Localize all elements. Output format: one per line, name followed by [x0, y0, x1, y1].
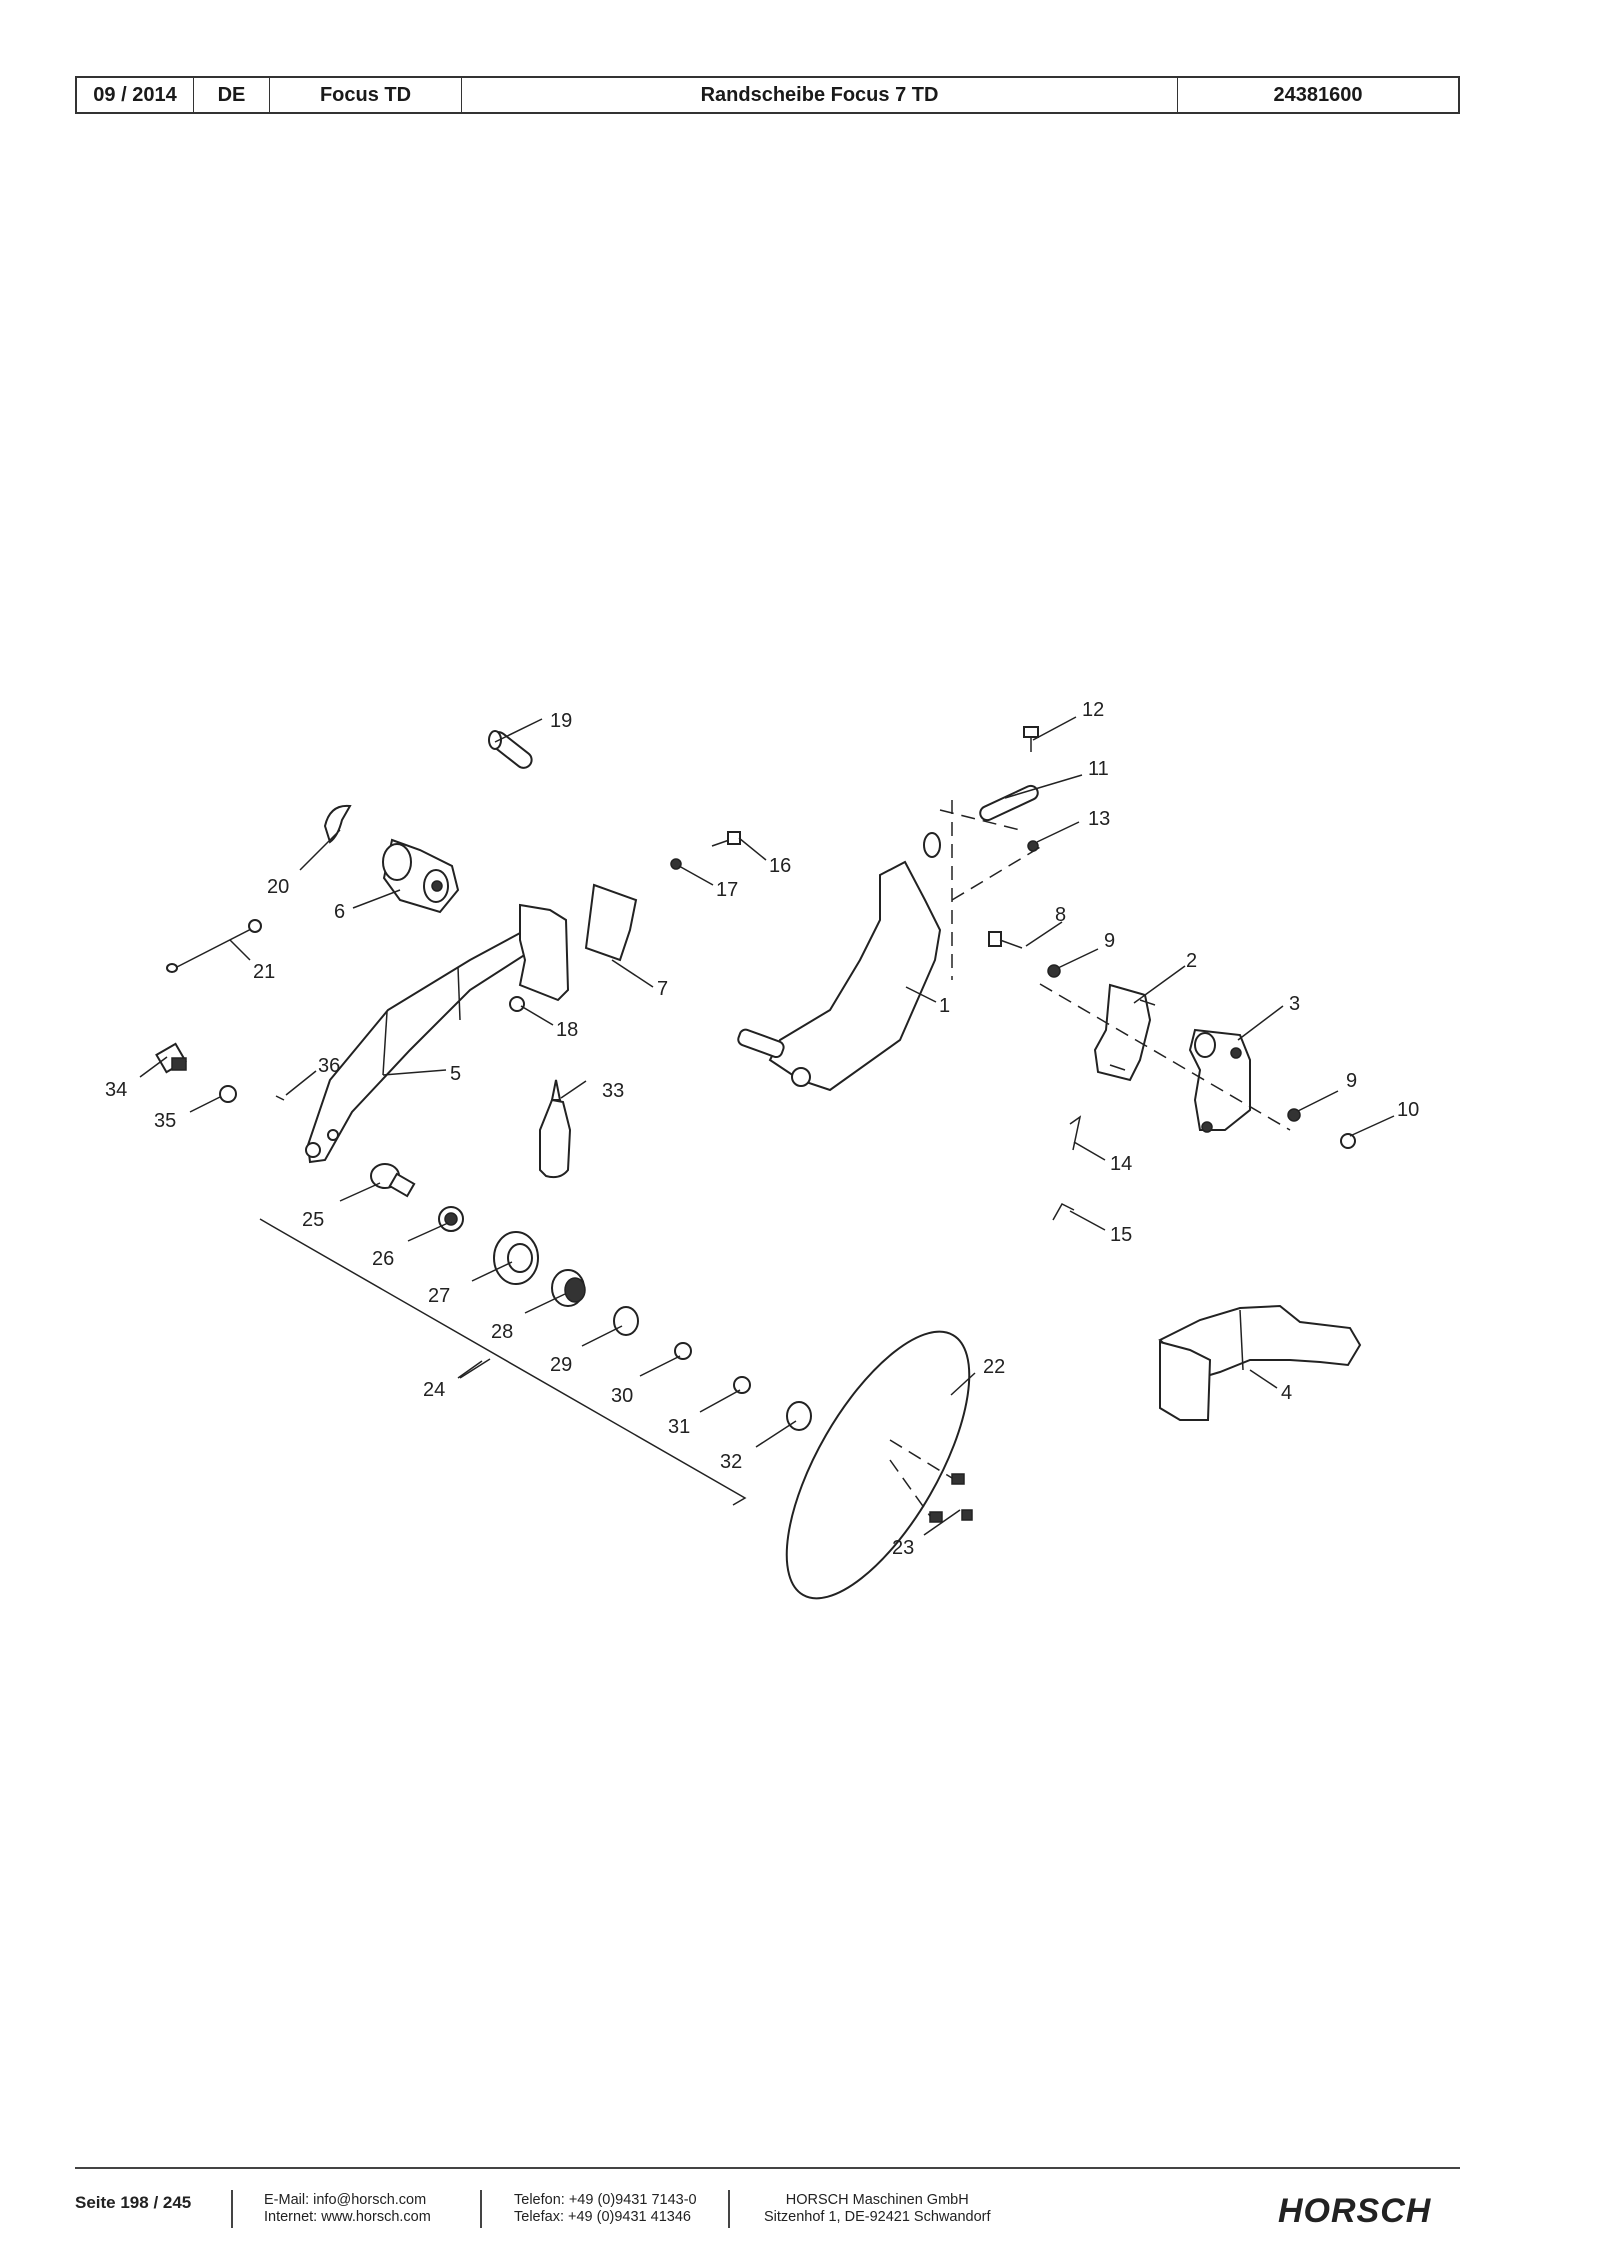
callout-6: 6 — [334, 901, 345, 923]
part-18-nut — [509, 996, 525, 1012]
callout-5: 5 — [450, 1063, 461, 1085]
callout-34: 34 — [105, 1079, 127, 1101]
part-20-half-shell — [323, 804, 352, 844]
header-part-number: 24381600 — [1273, 83, 1363, 106]
part-23-bolts — [889, 1439, 973, 1523]
footer-company: HORSCH Maschinen GmbH — [785, 2192, 969, 2208]
callout-17: 17 — [716, 879, 738, 901]
footer-email: E-Mail: info@horsch.com — [264, 2192, 427, 2208]
footer-company-block: HORSCH Maschinen GmbH Sitzenhof 1, DE-92… — [764, 2192, 991, 2226]
footer-fax: Telefax: +49 (0)9431 41346 — [514, 2209, 691, 2225]
part-16-bolt — [711, 831, 741, 847]
part-17-washer — [670, 858, 682, 870]
callout-8: 8 — [1055, 904, 1066, 926]
callout-14: 14 — [1110, 1153, 1132, 1175]
header-language: DE — [194, 78, 270, 112]
callout-9a: 9 — [1104, 930, 1115, 952]
callout-21: 21 — [253, 961, 275, 983]
callout-27: 27 — [428, 1285, 450, 1307]
part-9-washer-a — [1047, 964, 1061, 978]
header-model: Focus TD — [270, 78, 462, 112]
callout-18: 18 — [556, 1019, 578, 1041]
part-15-cotter-pin — [1052, 1203, 1075, 1221]
part-25-stub-axle — [370, 1163, 416, 1198]
part-4-scraper — [1158, 1304, 1362, 1421]
header-date: 09 / 2014 — [77, 78, 194, 112]
footer-internet: Internet: www.horsch.com — [264, 2209, 431, 2225]
callout-4: 4 — [1281, 1382, 1292, 1404]
part-32-cap — [786, 1401, 812, 1431]
horsch-logo: HORSCH — [1278, 2192, 1432, 2230]
callout-32: 32 — [720, 1451, 742, 1473]
part-22-disc — [785, 1330, 971, 1600]
footer-divider — [480, 2190, 482, 2228]
callout-2: 2 — [1186, 950, 1197, 972]
callout-36: 36 — [318, 1055, 340, 1077]
callout-10: 10 — [1397, 1099, 1419, 1121]
callout-20: 20 — [267, 876, 289, 898]
callout-15: 15 — [1110, 1224, 1132, 1246]
callout-1: 1 — [939, 995, 950, 1017]
callout-13: 13 — [1088, 808, 1110, 830]
header-title: Randscheibe Focus 7 TD — [462, 78, 1178, 112]
footer-address: Sitzenhof 1, DE-92421 Schwandorf — [764, 2209, 991, 2225]
callout-29: 29 — [550, 1354, 572, 1376]
part-7-plate — [518, 883, 638, 1002]
callout-26: 26 — [372, 1248, 394, 1270]
part-11-pin — [979, 784, 1039, 822]
part-31-circlip — [733, 1376, 751, 1394]
callout-numbers: 1 2 3 4 5 6 7 8 9 9 10 11 12 13 14 15 16… — [105, 699, 1419, 1559]
part-14-key — [1069, 1115, 1082, 1151]
part-27-hub-flange — [493, 1231, 539, 1285]
footer-divider — [231, 2190, 233, 2228]
callout-3: 3 — [1289, 993, 1300, 1015]
part-35-washer — [219, 1085, 237, 1103]
document-header-table: 09 / 2014 DE Focus TD Randscheibe Focus … — [75, 76, 1460, 114]
part-10-nut — [1340, 1133, 1356, 1149]
callout-23: 23 — [892, 1537, 914, 1559]
callout-7: 7 — [657, 978, 668, 1000]
part-29-o-ring — [613, 1306, 639, 1336]
callout-16: 16 — [769, 855, 791, 877]
callout-22: 22 — [983, 1356, 1005, 1378]
part-6-hub-bracket — [382, 838, 460, 914]
part-9-washer-b — [1287, 1108, 1301, 1122]
callout-25: 25 — [302, 1209, 324, 1231]
callout-11: 11 — [1088, 758, 1109, 780]
part-3-bracket — [1188, 1028, 1251, 1133]
callout-35: 35 — [154, 1110, 176, 1132]
callout-19: 19 — [550, 710, 572, 732]
footer-contact-web: E-Mail: info@horsch.com Internet: www.ho… — [264, 2192, 431, 2226]
part-2-clamp-plate — [1093, 983, 1156, 1082]
callout-30: 30 — [611, 1385, 633, 1407]
part-1-frame-arm — [737, 832, 942, 1092]
part-5-arm — [305, 916, 549, 1164]
footer-divider — [728, 2190, 730, 2228]
callout-9b: 9 — [1346, 1070, 1357, 1092]
part-12-bolt — [1023, 726, 1039, 752]
callout-33: 33 — [602, 1080, 624, 1102]
footer-contact-phone: Telefon: +49 (0)9431 7143-0 Telefax: +49… — [514, 2192, 697, 2226]
part-33-glue-bottle — [539, 1079, 572, 1179]
callout-12: 12 — [1082, 699, 1104, 721]
footer-rule — [75, 2167, 1460, 2169]
part-28-bearing — [551, 1269, 586, 1307]
callout-24: 24 — [423, 1379, 445, 1401]
part-8-bolt — [988, 931, 1023, 949]
page-number: Seite 198 / 245 — [75, 2193, 192, 2212]
part-30-washer — [674, 1342, 692, 1360]
footer-phone: Telefon: +49 (0)9431 7143-0 — [514, 2192, 697, 2208]
part-19-pin — [488, 730, 533, 769]
callout-28: 28 — [491, 1321, 513, 1343]
part-36-pin — [275, 1095, 285, 1101]
leader-lines — [139, 716, 1395, 1536]
part-34-bolt — [155, 1042, 187, 1074]
callout-31: 31 — [668, 1416, 690, 1438]
part-21-wire-loop — [166, 919, 262, 973]
